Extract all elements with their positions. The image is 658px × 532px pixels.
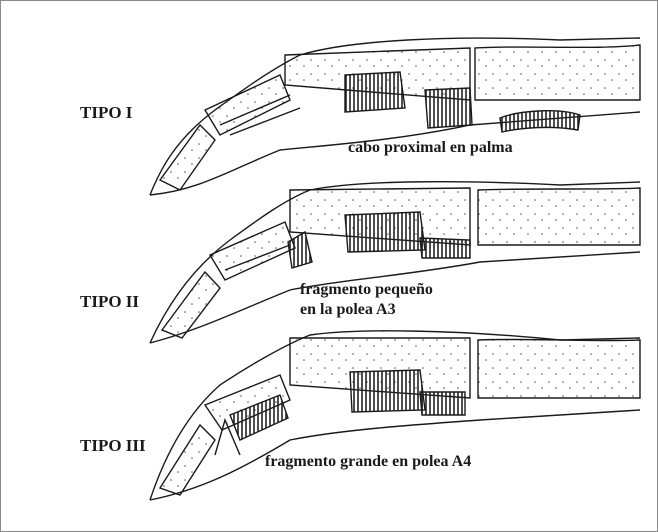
tendon-segment bbox=[350, 370, 425, 412]
metacarpal-head bbox=[475, 45, 640, 100]
caption-line: cabo proximal en palma bbox=[348, 138, 513, 158]
finger-drawing-tipo-iii bbox=[150, 331, 640, 500]
panel-2-caption: fragmento pequeño en la polea A3 bbox=[300, 280, 433, 320]
middle-phalanx bbox=[210, 222, 295, 280]
caption-line: fragmento grande en polea A4 bbox=[265, 452, 471, 472]
tendon-segment bbox=[345, 212, 425, 252]
panel-2-type-label: TIPO II bbox=[80, 292, 139, 312]
middle-phalanx bbox=[205, 75, 290, 135]
caption-line: en la polea A3 bbox=[300, 300, 433, 320]
panel-1-caption: cabo proximal en palma bbox=[348, 138, 513, 158]
caption-line: fragmento pequeño bbox=[300, 280, 433, 300]
panel-1-type-label: TIPO I bbox=[80, 103, 132, 123]
metacarpal-head bbox=[478, 188, 640, 245]
tendon-stump bbox=[425, 88, 472, 128]
panel-3-caption: fragmento grande en polea A4 bbox=[265, 452, 471, 472]
metacarpal-head bbox=[478, 339, 640, 398]
panel-3-type-label: TIPO III bbox=[80, 436, 146, 456]
tendon-segment bbox=[345, 72, 405, 112]
distal-phalanx bbox=[160, 425, 215, 495]
retracted-stump bbox=[500, 111, 580, 132]
finger-drawing-tipo-i bbox=[150, 38, 640, 195]
